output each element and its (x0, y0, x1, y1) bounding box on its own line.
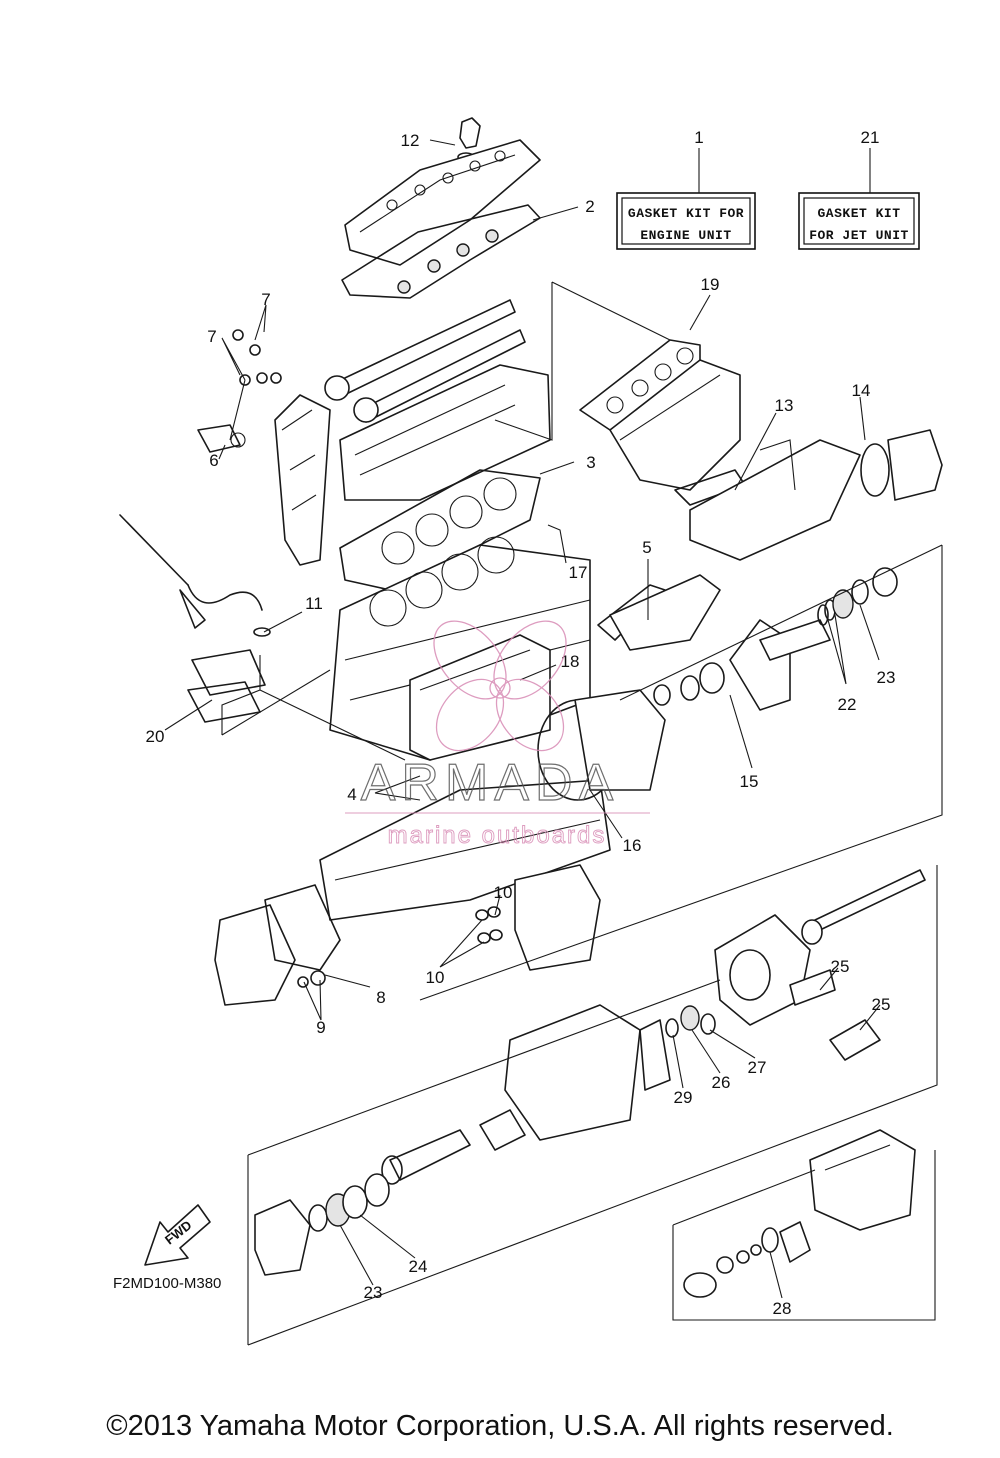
jet-driveshaft (801, 869, 926, 945)
callout-16: 16 (623, 836, 642, 855)
callout-7a: 7 (261, 290, 270, 309)
jet-kit-line1: GASKET KIT (817, 206, 900, 221)
callout-24: 24 (409, 1257, 428, 1276)
impeller-and-seals (504, 1004, 716, 1141)
callout-21: 21 (861, 128, 880, 147)
copyright-notice: ©2013 Yamaha Motor Corporation, U.S.A. A… (106, 1410, 894, 1442)
callout-28: 28 (773, 1299, 792, 1318)
callout-29: 29 (674, 1088, 693, 1107)
callout-7b: 7 (207, 327, 216, 346)
drive-coupling (729, 567, 898, 711)
armada-watermark: ARMADA marine outboards (345, 620, 650, 849)
watermark-tagline: marine outboards (388, 822, 607, 849)
callout-22: 22 (838, 695, 857, 714)
jet-kit-line2: FOR JET UNIT (809, 228, 909, 243)
camshafts (324, 299, 526, 423)
stator-cover (214, 884, 341, 1006)
engine-kit-line1: GASKET KIT FOR (628, 206, 744, 221)
oil-pan-gasket (597, 574, 721, 651)
callout-23b: 23 (364, 1283, 383, 1302)
callout-6: 6 (209, 451, 218, 470)
intake-duct (381, 1109, 526, 1185)
callout-3: 3 (586, 453, 595, 472)
dipstick-and-oil-pipe (119, 514, 271, 637)
bearing-housing (254, 1173, 390, 1276)
callout-25a: 25 (831, 957, 850, 976)
jet-pump-housing (714, 914, 881, 1061)
callout-10b: 10 (426, 968, 445, 987)
watermark-brand: ARMADA (361, 754, 619, 812)
callout-23a: 23 (877, 668, 896, 687)
callout-15: 15 (740, 772, 759, 791)
fwd-label: FWD (162, 1217, 195, 1247)
cylinder-head (339, 364, 551, 501)
fwd-arrow: FWD (144, 1204, 211, 1266)
callout-11: 11 (305, 594, 323, 613)
group-brackets (221, 281, 943, 1346)
callout-27: 27 (748, 1058, 767, 1077)
callout-25b: 25 (872, 995, 891, 1014)
exhaust-elbow (860, 429, 943, 501)
callout-17: 17 (569, 563, 588, 582)
callout-8: 8 (376, 988, 385, 1007)
callout-13: 13 (775, 396, 794, 415)
engine-gasket-kit-box: GASKET KIT FOR ENGINE UNIT (616, 192, 756, 250)
callout-14: 14 (852, 381, 871, 400)
exhaust-manifold (609, 359, 741, 491)
exhaust-pipe (674, 439, 861, 561)
callout-1: 1 (694, 128, 703, 147)
callout-9: 9 (316, 1018, 325, 1037)
crankcase-assembly (319, 662, 725, 921)
watermark-logo-mark (433, 620, 567, 752)
leader-lines (164, 139, 881, 1299)
callout-2: 2 (585, 197, 594, 216)
oil-cover-plates (187, 649, 266, 723)
callout-5: 5 (642, 538, 651, 557)
valve-cover-assembly (341, 117, 541, 299)
nozzle-bushings (683, 1221, 811, 1298)
engine-kit-line2: ENGINE UNIT (640, 228, 731, 243)
callout-26: 26 (712, 1073, 731, 1092)
jet-nozzle (809, 1129, 916, 1231)
callout-labels: 1 2 3 4 5 6 7 7 8 9 10 10 11 12 13 14 15… (146, 128, 896, 1318)
callout-20: 20 (146, 727, 165, 746)
callout-12: 12 (401, 131, 420, 150)
chain-tensioner (197, 329, 282, 453)
jet-gasket-kit-box: GASKET KIT FOR JET UNIT (798, 192, 920, 250)
water-jacket-cover (409, 634, 551, 761)
callout-18: 18 (561, 652, 580, 671)
timing-chain (274, 394, 331, 566)
callout-19: 19 (701, 275, 720, 294)
diagram-code: F2MD100-M380 (113, 1275, 221, 1292)
callout-10a: 10 (494, 883, 513, 902)
callout-4: 4 (347, 785, 356, 804)
head-gasket (339, 469, 541, 591)
